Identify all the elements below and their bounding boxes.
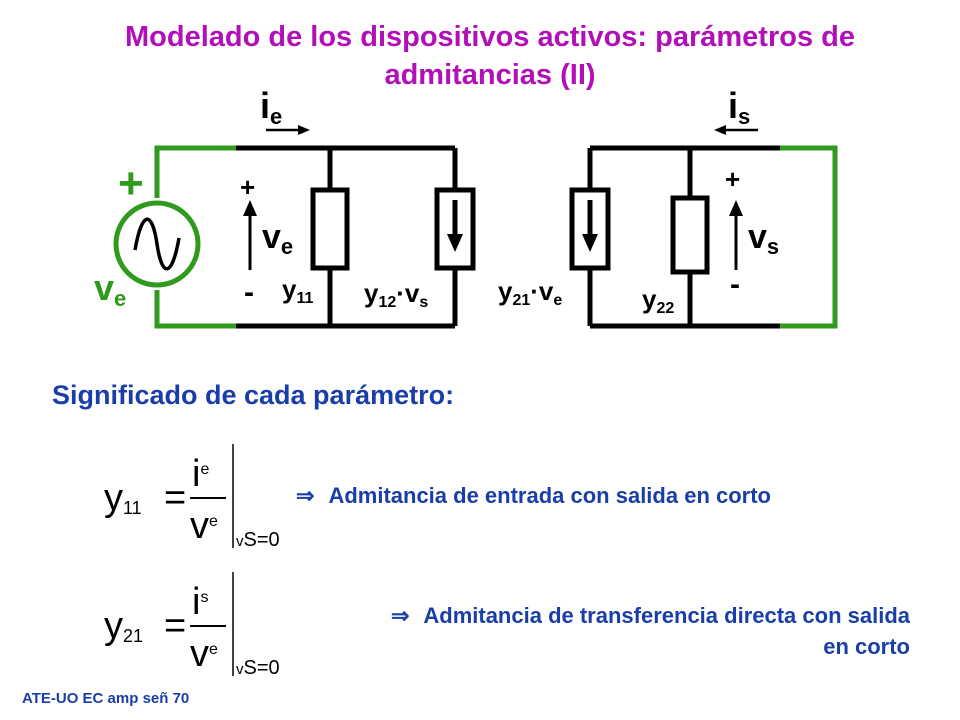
svg-text:ie: ie <box>192 453 209 495</box>
y21-label: y21·ve <box>498 276 562 309</box>
down-arrow-icon <box>447 200 598 252</box>
implies-icon: ⇒ <box>390 603 410 628</box>
vs-label: vs <box>748 218 779 259</box>
equation-y11-description: ⇒Admitancia de entrada con salida en cor… <box>296 483 771 508</box>
implies-icon: ⇒ <box>296 483 315 508</box>
page-title: Modelado de los dispositivos activos: pa… <box>124 21 855 91</box>
equation-y21: y21 = is ve vS=0 <box>104 572 280 679</box>
ve-label: ve <box>262 218 293 259</box>
svg-text:=: = <box>164 605 186 647</box>
circuit-diagram: ie is + ve + - ve + - vs y11 y12·vs y21·… <box>94 85 838 329</box>
vs-plus: + <box>725 164 740 194</box>
svg-text:y11: y11 <box>104 477 142 519</box>
ve-minus: - <box>244 276 254 309</box>
y22-admittance <box>670 195 710 275</box>
vs-minus: - <box>730 268 740 301</box>
current-arrow-icon <box>266 125 758 135</box>
svg-text:y21: y21 <box>104 605 143 647</box>
section-subtitle: Significado de cada parámetro: <box>52 380 455 410</box>
source-wires <box>154 145 838 329</box>
svg-text:ve: ve <box>190 505 218 547</box>
footer-slide-id: ATE-UO EC amp señ 70 <box>22 690 190 707</box>
equation-y21-description: ⇒Admitancia de transferencia directa con… <box>390 603 910 659</box>
sine-icon <box>133 217 181 271</box>
y12-label: y12·vs <box>364 278 428 311</box>
svg-text:vS=0: vS=0 <box>236 529 280 551</box>
is-label: is <box>728 85 750 129</box>
y11-label: y11 <box>282 274 313 307</box>
source-voltage-label: ve <box>94 267 126 311</box>
y22-label: y22 <box>642 284 674 317</box>
svg-text:vS=0: vS=0 <box>236 657 280 679</box>
ie-label: ie <box>260 85 282 129</box>
svg-text:=: = <box>164 477 186 519</box>
y11-admittance <box>310 187 350 271</box>
svg-text:is: is <box>192 581 208 623</box>
ve-plus: + <box>240 172 255 202</box>
equation-y11: y11 = ie ve vS=0 <box>104 444 280 551</box>
network-wires <box>236 145 780 329</box>
svg-text:ve: ve <box>190 633 218 675</box>
source-plus: + <box>118 159 144 208</box>
up-arrow-icon <box>243 200 743 270</box>
